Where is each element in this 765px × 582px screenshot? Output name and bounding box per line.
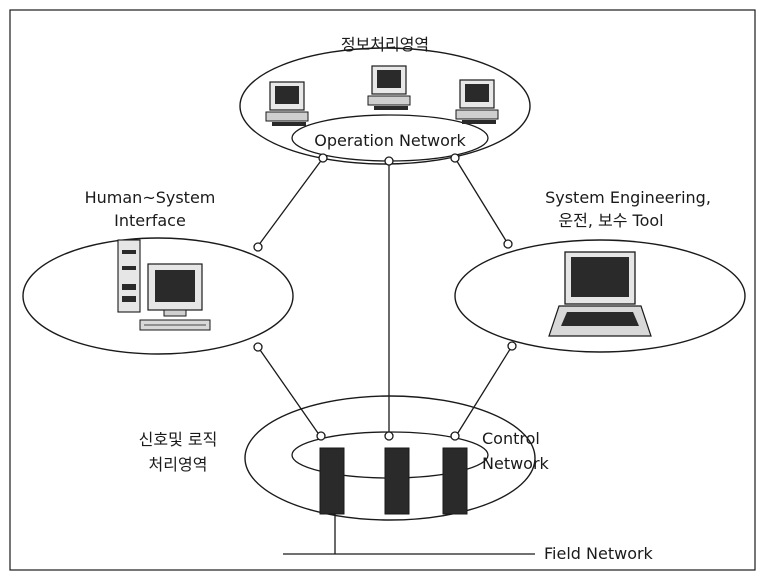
link-top-eng	[454, 157, 509, 245]
link-top-hsi	[257, 157, 324, 247]
connection-lines	[257, 157, 513, 437]
workstation-tower-icon	[117, 239, 211, 331]
field-network-label: Field Network	[544, 544, 654, 563]
control-label-line1: Control	[482, 429, 540, 448]
connector-nodes	[253, 153, 517, 441]
engineering-area: System Engineering, 운전, 보수 Tool	[454, 188, 746, 353]
link-hsi-control	[257, 346, 321, 437]
info-area-outer-ellipse	[239, 47, 531, 165]
desktop-computer-icon	[265, 81, 309, 126]
connector-node	[316, 431, 326, 441]
desktop-computer-icon	[455, 79, 499, 124]
signal-label-line2: 처리영역	[149, 455, 208, 474]
engineering-label-line1: System Engineering,	[545, 188, 711, 207]
engineering-label-line2: 운전, 보수 Tool	[558, 211, 663, 230]
engineering-ellipse	[454, 239, 746, 353]
signal-label-line1: 신호및 로직	[139, 430, 218, 449]
connector-node	[384, 156, 394, 166]
signal-logic-area: 신호및 로직 처리영역 Control Network	[139, 395, 550, 521]
connector-node	[450, 153, 460, 163]
hsi-label-line1: Human~System	[85, 188, 216, 207]
controller-cabinet-icon	[384, 447, 410, 515]
connector-node	[253, 342, 263, 352]
controller-cabinet-icon	[319, 447, 345, 515]
signal-area-outer-ellipse	[244, 395, 536, 521]
hsi-ellipse	[22, 237, 294, 355]
connector-node	[253, 242, 263, 252]
field-network: Field Network	[283, 514, 654, 563]
connector-node	[384, 431, 394, 441]
desktop-computer-icon	[367, 65, 411, 110]
laptop-icon	[548, 251, 652, 337]
link-eng-control	[455, 345, 513, 437]
info-processing-area: 정보처리영역 Operation Network	[239, 35, 531, 165]
connector-node	[318, 153, 328, 163]
hsi-area: Human~System Interface	[22, 188, 294, 355]
connector-node	[503, 239, 513, 249]
control-label-line2: Network	[482, 454, 550, 473]
controller-cabinet-icon	[442, 447, 468, 515]
info-area-label: 정보처리영역	[341, 35, 429, 54]
connector-node	[450, 431, 460, 441]
hsi-label-line2: Interface	[114, 211, 186, 230]
connector-node	[507, 341, 517, 351]
diagram-frame	[9, 9, 756, 571]
operation-network-label: Operation Network	[314, 131, 466, 150]
